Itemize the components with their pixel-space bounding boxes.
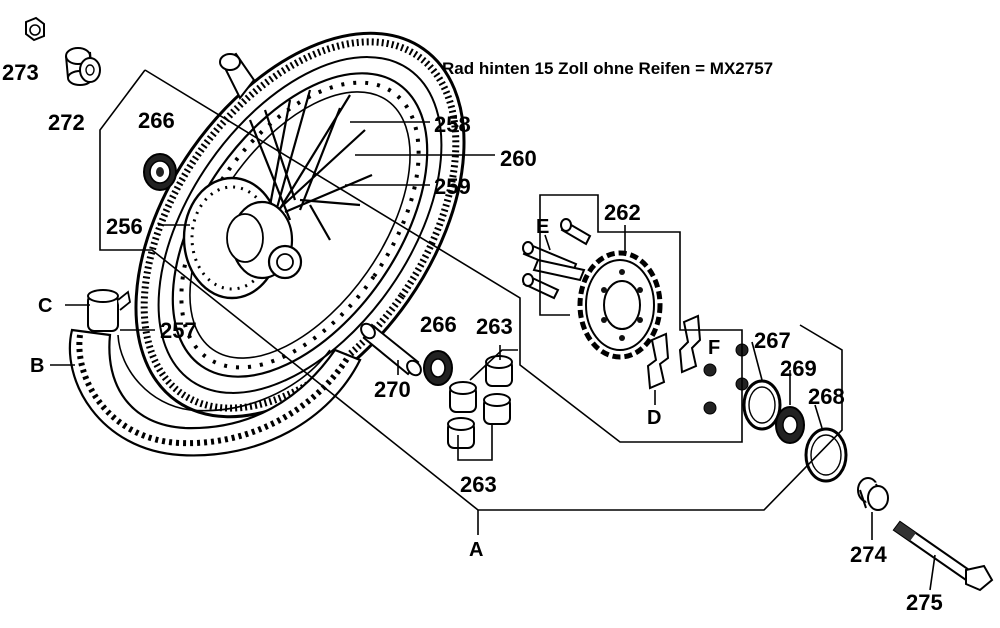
- letter-d: D: [647, 407, 661, 429]
- callout-266-left: 266: [138, 108, 175, 133]
- callout-263-bottom: 263: [460, 472, 497, 497]
- callout-274: 274: [850, 542, 887, 567]
- part-268-circlip: [804, 427, 848, 483]
- letter-labels: A B C D E F: [30, 216, 720, 561]
- part-266-bearing-left: [143, 153, 177, 191]
- part-275-axle: [892, 520, 994, 592]
- callout-275: 275: [906, 590, 943, 615]
- tire-b-outer: [68, 328, 362, 457]
- hub-axle-bore: [276, 253, 294, 271]
- callout-258: 258: [434, 112, 471, 137]
- tire-tread: [140, 38, 460, 412]
- callout-labels: 273 272 266 256 257 258 260 259 262 266 …: [2, 60, 943, 615]
- tube-valve-cap: [219, 53, 241, 71]
- diagram-title: Rad hinten 15 Zoll ohne Reifen = MX2757: [442, 59, 773, 78]
- part-e-bolts: [522, 218, 592, 300]
- callout-268: 268: [808, 384, 845, 409]
- callout-262: 262: [604, 200, 641, 225]
- part-274-spacer: [857, 477, 889, 511]
- callout-257: 257: [160, 318, 197, 343]
- tube-stem-clip: [117, 290, 131, 311]
- leader-lines: [50, 69, 936, 591]
- tube-stem-top: [87, 289, 119, 303]
- letter-b: B: [30, 355, 44, 377]
- part-269-bearing: [775, 406, 805, 444]
- part-263-dampers: [447, 355, 513, 449]
- tire-b-inner: [117, 334, 331, 412]
- wheel-assembly: [134, 31, 466, 419]
- letter-e: E: [536, 216, 549, 238]
- part-272-spacer: [65, 47, 104, 86]
- part-270-spacer-tube: [360, 322, 422, 377]
- spokes: [248, 89, 373, 241]
- callout-260: 260: [500, 146, 537, 171]
- callout-273: 273: [2, 60, 39, 85]
- damper-4: [447, 417, 475, 449]
- callout-272: 272: [48, 110, 85, 135]
- hub-flange: [226, 213, 264, 263]
- part-262-sprocket: [577, 250, 663, 360]
- callout-269: 269: [780, 356, 817, 381]
- damper-2: [449, 381, 477, 413]
- tire-inner: [157, 56, 443, 394]
- part-266-bearing-middle: [423, 350, 453, 386]
- separate-tire: [68, 289, 362, 457]
- letter-f: F: [708, 337, 720, 359]
- rim-outer: [171, 72, 429, 378]
- callout-259: 259: [434, 174, 471, 199]
- part-273-nut: [25, 16, 45, 42]
- damper-1: [485, 355, 513, 387]
- rim-holes: [179, 80, 421, 370]
- part-267-circlip: [742, 379, 782, 431]
- callout-266-middle: 266: [420, 312, 457, 337]
- callout-267: 267: [754, 328, 791, 353]
- callout-256: 256: [106, 214, 143, 239]
- callout-263-top: 263: [476, 314, 513, 339]
- letter-a: A: [469, 539, 483, 561]
- callout-270: 270: [374, 377, 411, 402]
- letter-c: C: [38, 295, 52, 317]
- damper-3: [483, 393, 511, 425]
